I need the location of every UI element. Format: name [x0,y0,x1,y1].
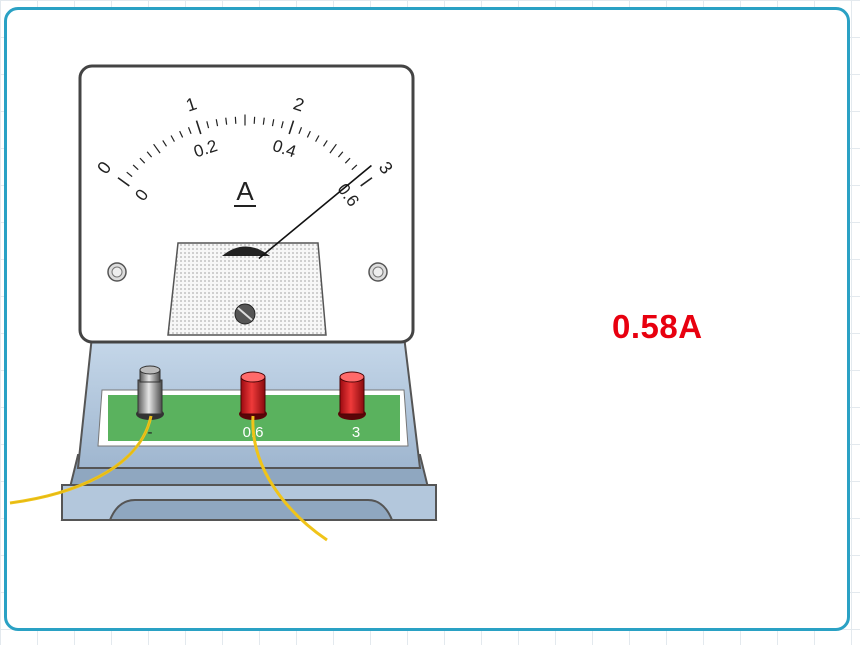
scale-tick [337,151,344,158]
scale-tick [344,157,351,164]
scale-tick [215,119,219,127]
scale-tick [306,130,311,138]
terminal-negative[interactable] [136,365,164,420]
scale-tick [206,121,210,129]
scale-tick [351,164,358,171]
unit-symbol: A [236,176,254,206]
terminal-0-6[interactable] [239,371,267,420]
scale-tick [280,121,284,129]
terminal-label-negative: - [148,424,153,441]
screw-right-icon [368,262,388,282]
wires [9,415,328,542]
scale-tick [360,177,373,187]
terminal-label-3: 3 [352,424,360,441]
scale-tick [322,140,328,147]
scale-tick [132,164,139,171]
scale-tick [225,117,228,125]
scale-tick [298,127,303,135]
scale-tick [187,127,192,135]
scale-tick [271,119,275,127]
scale-tick [262,117,265,125]
screw-left-icon [107,262,127,282]
zero-adjust-screw-icon[interactable] [234,303,256,325]
scale-tick [315,135,320,142]
meter-face [78,64,415,344]
scale-tick [162,140,168,147]
answer-reading: 0.58A [612,308,703,345]
scale-tick [170,135,175,142]
scale-tick [139,157,146,164]
needle [258,164,372,260]
scale-tick [117,177,130,187]
scale-tick [126,171,133,178]
scale-tick [288,120,295,135]
scale-tick [179,130,184,138]
scale-tick [195,120,202,135]
scale-tick [146,151,153,158]
scale-tick [153,143,161,154]
scale-tick [329,143,337,154]
terminal-3[interactable] [338,371,366,420]
